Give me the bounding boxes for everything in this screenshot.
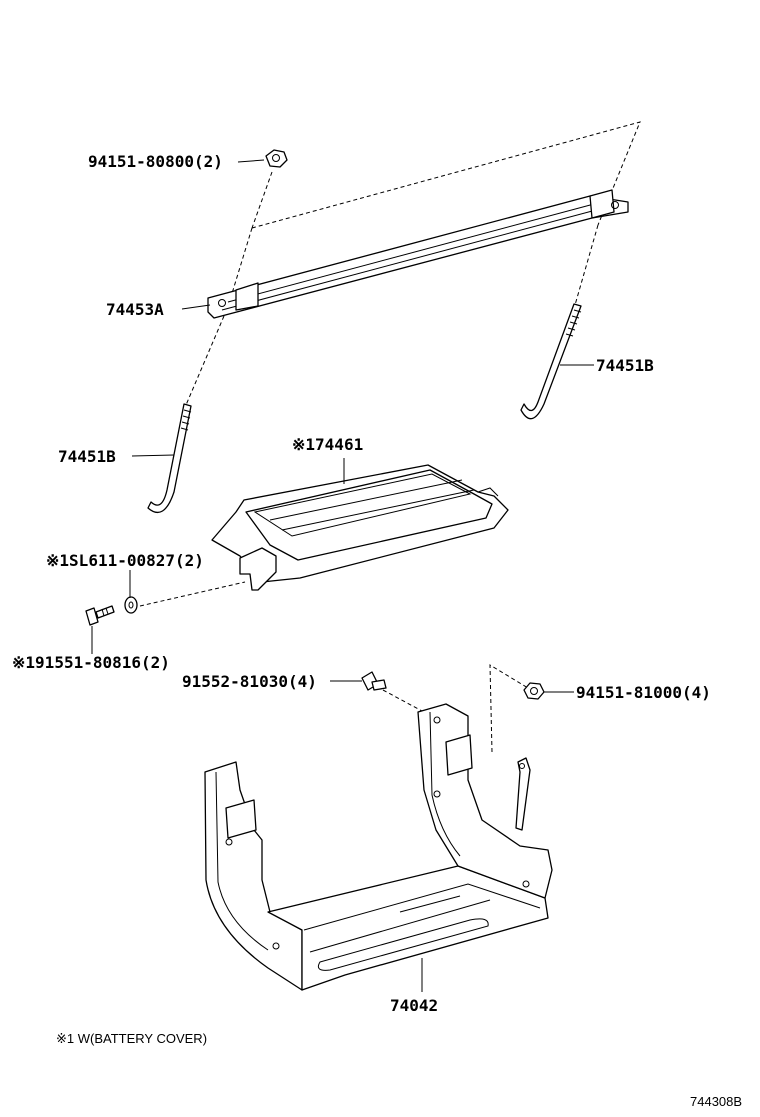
label-j-rod-right: 74451B [596,356,654,375]
label-battery-tray: 74042 [390,996,438,1015]
nut-top-icon [265,149,288,168]
label-bolt-left-mark: ※1 [12,653,35,672]
label-hold-down-bar: 74453A [106,300,164,319]
j-rod-right-icon [520,303,582,420]
footnote: ※1 W(BATTERY COVER) [56,1031,207,1046]
bolt-left-icon [85,605,115,626]
label-battery-cover: ※174461 [292,435,363,454]
battery-cover-icon [211,464,509,591]
leader-lines [91,159,594,992]
battery-tray-icon [204,703,553,991]
j-rod-left-icon [147,403,192,513]
label-washer-mark: ※1 [46,551,69,570]
washer-icon [124,596,138,614]
bolt-center-icon [361,671,387,691]
label-nut-top: 94151-80800(2) [88,152,223,171]
hold-down-bar-icon [207,189,629,319]
label-washer-part: SL611-00827(2) [69,551,204,570]
label-j-rod-left: 74451B [58,447,116,466]
label-washer: ※1SL611-00827(2) [46,551,204,570]
label-bolt-left: ※191551-80816(2) [12,653,170,672]
label-bolt-left-part: 91551-80816(2) [35,653,170,672]
label-nut-right: 94151-81000(4) [576,683,711,702]
nut-right-icon [523,682,545,700]
label-bolt-center: 91552-81030(4) [182,672,317,691]
figure-id: 744308B [690,1094,742,1109]
